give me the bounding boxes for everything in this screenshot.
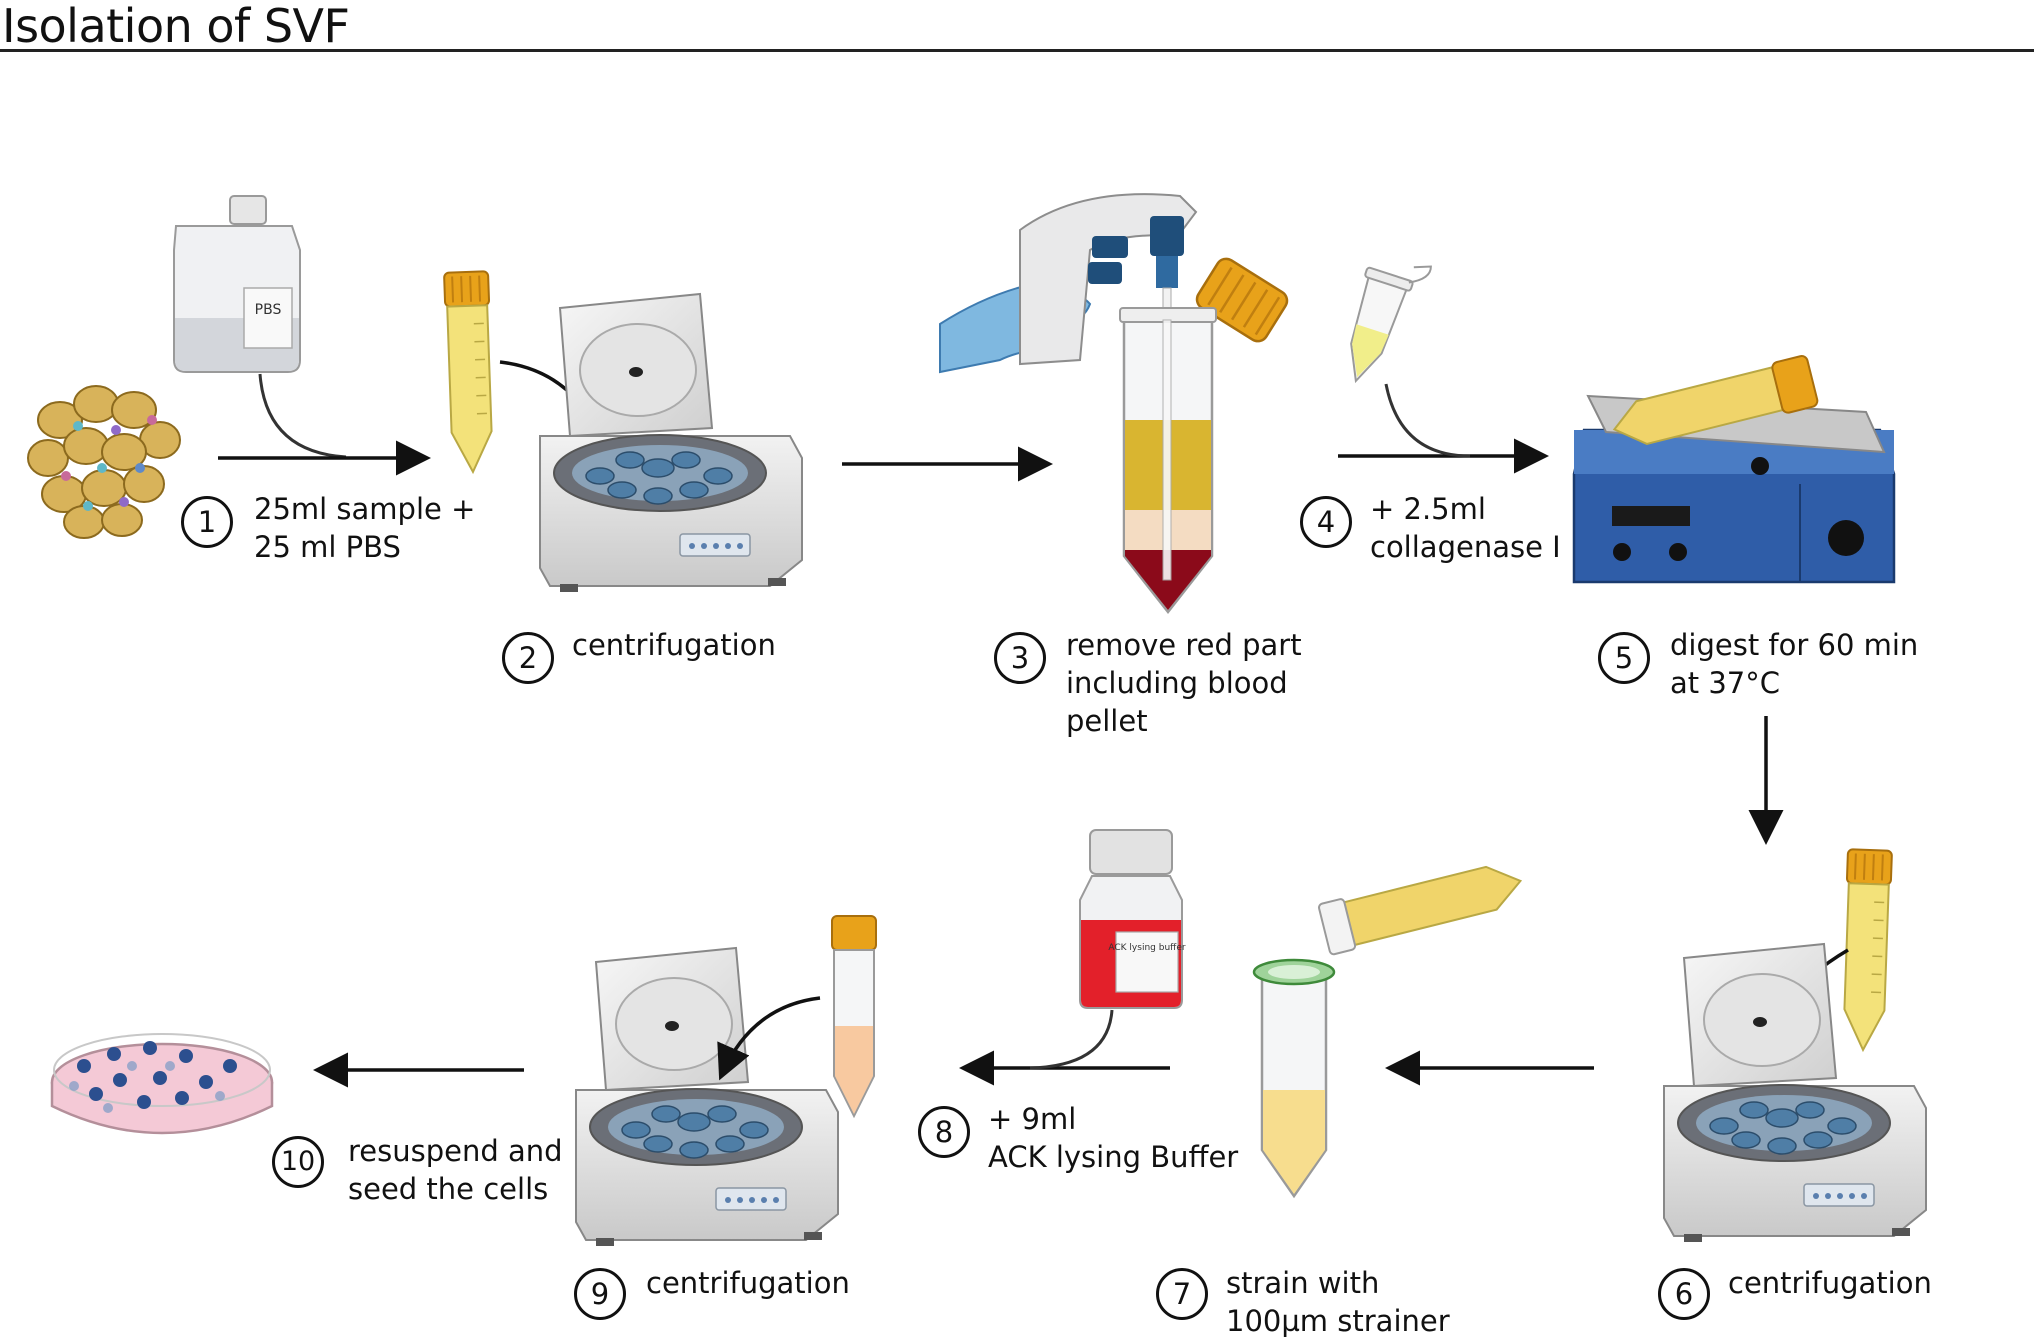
step-number-10: 10 [272, 1136, 324, 1188]
step-number-2: 2 [502, 632, 554, 684]
centrifuge-icon [575, 947, 839, 1247]
step-number-5: 5 [1598, 632, 1650, 684]
step-number-7: 7 [1156, 1268, 1208, 1320]
step-label-1: 25ml sample +25 ml PBS [254, 492, 476, 564]
horizontal-tube-icon [1612, 355, 1819, 445]
centrifuge-icon [1663, 943, 1927, 1243]
falcon-tube-icon [443, 270, 496, 474]
step-label-9: centrifugation [646, 1266, 850, 1300]
peach-tube-icon [831, 915, 877, 1119]
arrow-tube-into-centrifuge-9 [717, 996, 821, 1081]
ack-pour-line [1029, 1009, 1114, 1070]
step-number-4: 4 [1300, 496, 1352, 548]
layered-tube-icon [1119, 307, 1217, 615]
ack-buffer-bottle-icon: ACK lysing buffer [1079, 829, 1186, 1009]
pbs-bottle-icon: PBS [173, 195, 301, 373]
step-number-1: 1 [181, 496, 233, 548]
step-number-8: 8 [918, 1106, 970, 1158]
pbs-bottle-label: PBS [255, 302, 282, 318]
step-number-3: 3 [994, 632, 1046, 684]
ack-bottle-label: ACK lysing buffer [1108, 943, 1185, 953]
collagenase-pour-line [1384, 383, 1471, 458]
adipose-tissue-icon [27, 385, 181, 539]
title-rule [0, 49, 2034, 52]
step-label-6: centrifugation [1728, 1266, 1932, 1300]
pouring-tube-icon [1317, 865, 1523, 956]
pbs-pour-line [258, 373, 347, 459]
tube-cap-icon [1195, 257, 1289, 343]
eppendorf-tube-icon [1350, 265, 1432, 384]
strainer-tube-icon [1252, 958, 1336, 1199]
centrifuge-icon [539, 293, 803, 593]
step-label-2: centrifugation [572, 628, 776, 662]
falcon-tube-icon [1840, 848, 1893, 1052]
petri-dish-icon [50, 1033, 274, 1135]
step-number-9: 9 [574, 1268, 626, 1320]
step-number-6: 6 [1658, 1268, 1710, 1320]
page-title: Isolation of SVF [2, 0, 350, 53]
